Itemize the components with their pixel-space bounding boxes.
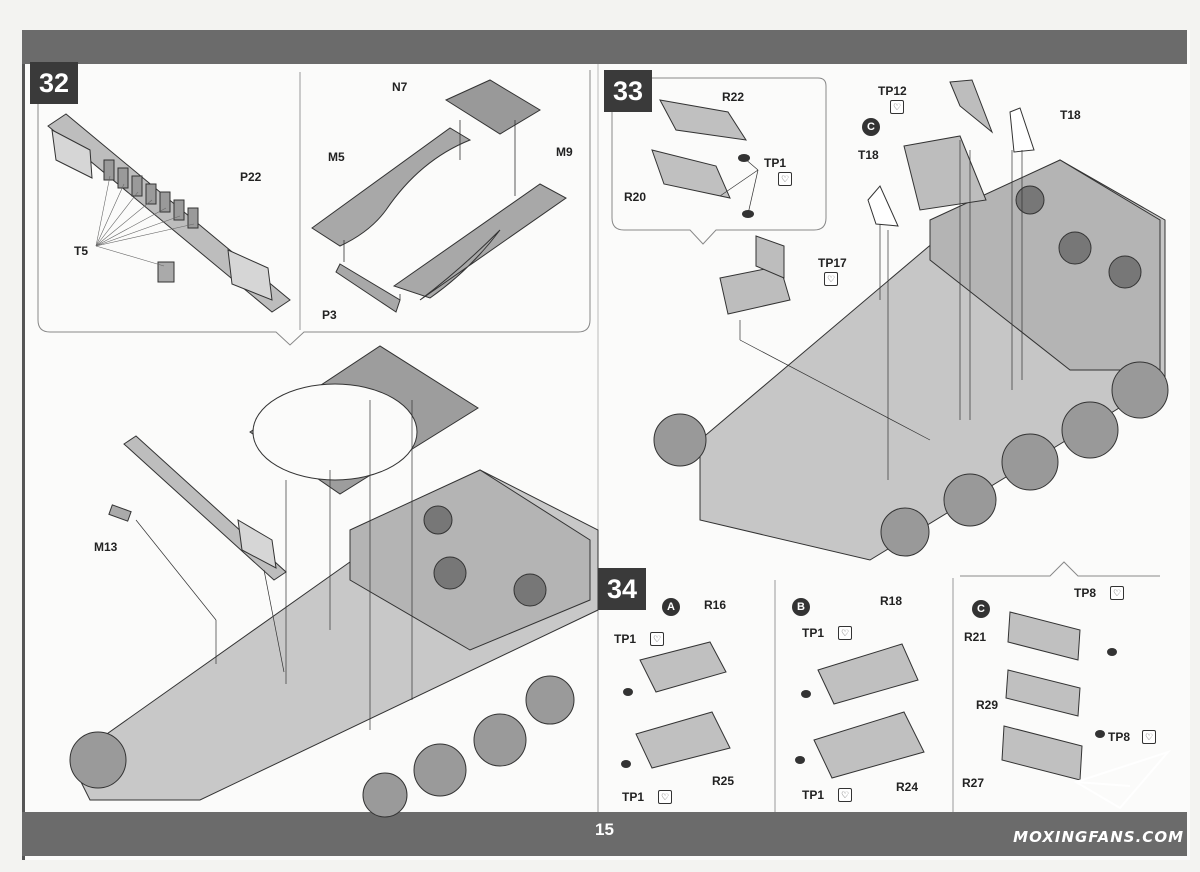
top-band — [22, 30, 1187, 64]
step-34-badge: 34 — [598, 568, 646, 610]
part-label-r25: R25 — [712, 774, 735, 788]
part-label-p3: P3 — [322, 308, 337, 322]
subassembly-b-marker: B — [792, 598, 810, 616]
watermark: MOXINGFANS.COM — [1013, 828, 1184, 846]
part-label-r20: R20 — [624, 190, 647, 204]
part-label-t5: T5 — [74, 244, 89, 258]
bottom-band — [22, 812, 1187, 856]
part-label-t18: T18 — [1060, 108, 1081, 122]
glue-icon: ♡ — [890, 100, 904, 114]
part-label-m5: M5 — [328, 150, 345, 164]
step-33-badge: 33 — [604, 70, 652, 112]
glue-icon: ♡ — [650, 632, 664, 646]
subassembly-a-marker: A — [662, 598, 680, 616]
glue-icon: ♡ — [1142, 730, 1156, 744]
part-label-n7: N7 — [392, 80, 408, 94]
part-label-tp1: TP1 — [764, 156, 787, 170]
part-label-r29: R29 — [976, 698, 999, 712]
subassembly-c-marker: C — [862, 118, 880, 136]
part-label-tp8: TP8 — [1074, 586, 1097, 600]
part-label-p22: P22 — [240, 170, 262, 184]
part-label-r18: R18 — [880, 594, 903, 608]
glue-icon: ♡ — [824, 272, 838, 286]
page-number: 15 — [595, 820, 614, 839]
part-label-tp1: TP1 — [802, 788, 825, 802]
part-label-r22: R22 — [722, 90, 745, 104]
glue-icon: ♡ — [838, 626, 852, 640]
glue-icon: ♡ — [658, 790, 672, 804]
glue-icon: ♡ — [1110, 586, 1124, 600]
part-label-r16: R16 — [704, 598, 727, 612]
part-label-tp12: TP12 — [878, 84, 907, 98]
part-label-tp1: TP1 — [614, 632, 637, 646]
part-label-m9: M9 — [556, 145, 573, 159]
part-label-r24: R24 — [896, 780, 919, 794]
part-label-t18: T18 — [858, 148, 879, 162]
subassembly-c-marker: C — [972, 600, 990, 618]
glue-icon: ♡ — [838, 788, 852, 802]
part-label-r27: R27 — [962, 776, 985, 790]
part-label-m13: M13 — [94, 540, 118, 554]
part-label-tp17: TP17 — [818, 256, 847, 270]
step-32-badge: 32 — [30, 62, 78, 104]
part-label-r21: R21 — [964, 630, 987, 644]
glue-icon: ♡ — [778, 172, 792, 186]
part-label-tp1: TP1 — [802, 626, 825, 640]
part-label-tp1: TP1 — [622, 790, 645, 804]
part-label-tp8: TP8 — [1108, 730, 1131, 744]
